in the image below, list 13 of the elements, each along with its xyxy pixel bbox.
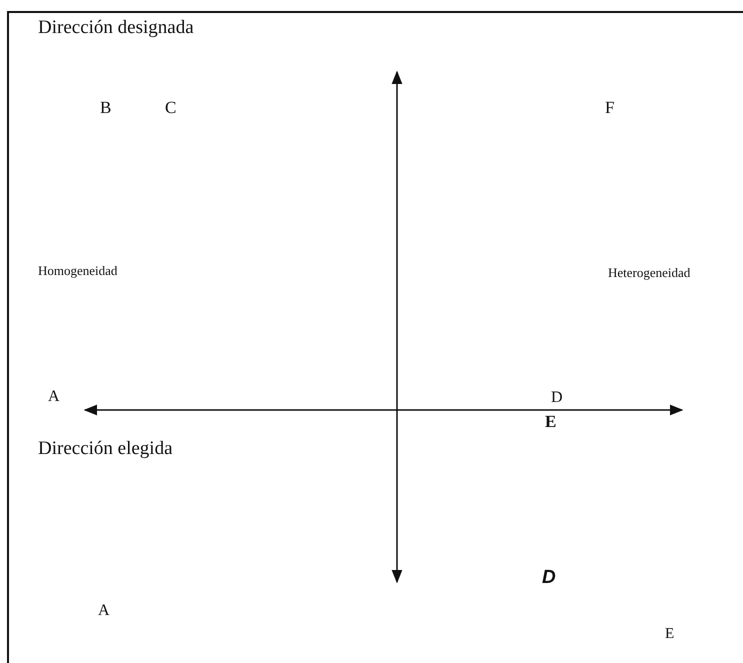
quadrant-letter: D: [551, 389, 563, 408]
quadrant-letter: D: [542, 567, 556, 589]
quadrant-letter: A: [48, 388, 60, 406]
axis-heading: Dirección elegida: [38, 438, 173, 460]
quadrant-letter: F: [605, 98, 614, 118]
axis-heading: Dirección designada: [38, 17, 194, 39]
quadrant-letter: C: [165, 98, 176, 118]
quadrant-letter: E: [665, 626, 674, 644]
quadrant-letter: A: [98, 602, 110, 620]
quadrant-letter: B: [100, 98, 112, 118]
quadrant-letter: E: [545, 412, 556, 432]
axis-end-label: Heterogeneidad: [608, 266, 690, 281]
axis-end-label: Homogeneidad: [38, 264, 118, 279]
